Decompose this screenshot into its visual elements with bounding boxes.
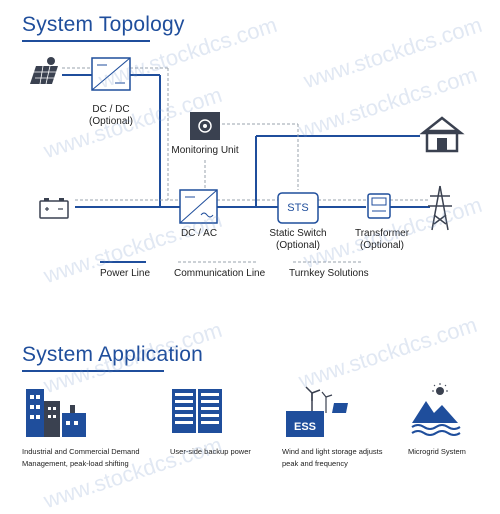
legend-communication-line: Communication Line [174, 268, 266, 279]
power-tower-icon [428, 185, 452, 231]
legend-turnkey: Turnkey Solutions [289, 268, 369, 279]
sts-box [277, 192, 319, 224]
topology-title: System Topology [22, 13, 185, 36]
microgrid-icon [411, 383, 461, 436]
communication-lines [62, 67, 430, 201]
power-lines [62, 74, 430, 208]
application-backup-caption: User-side backup power [170, 447, 251, 456]
ess-badge: ESS [293, 421, 316, 433]
solar-panel-icon [30, 57, 58, 85]
watermark: www.stockdcs.com [40, 431, 225, 514]
sts-box-label: STS [287, 202, 309, 214]
server-rack-icon [172, 389, 222, 433]
dcac-inverter-box [179, 189, 218, 224]
monitoring-unit-label: Monitoring Unit [171, 145, 239, 156]
static-switch-label: Static Switch (Optional) [269, 228, 327, 251]
buildings-icon [26, 389, 86, 437]
dcac-label: DC / AC [180, 228, 218, 239]
dcdc-converter-box [91, 57, 131, 91]
house-icon [419, 116, 465, 153]
battery-icon [39, 198, 69, 219]
topology-title-underline [22, 40, 150, 42]
application-title: System Application [22, 343, 204, 366]
monitoring-unit-box [190, 112, 220, 140]
dcdc-label: DC / DC (Optional) [89, 104, 133, 127]
application-commercial-caption: Industrial and Commercial Demand Managem… [22, 447, 140, 468]
application-wind-solar-caption: Wind and light storage adjusts peak and … [282, 447, 383, 468]
legend-power-line: Power Line [100, 268, 151, 279]
transformer-box [367, 193, 391, 219]
transformer-label: Transformer (Optional) [354, 228, 410, 251]
wind-solar-ess-icon [286, 386, 348, 437]
topology-diagram [30, 57, 465, 263]
application-title-underline [22, 370, 164, 372]
application-microgrid-caption: Microgrid System [408, 447, 466, 456]
